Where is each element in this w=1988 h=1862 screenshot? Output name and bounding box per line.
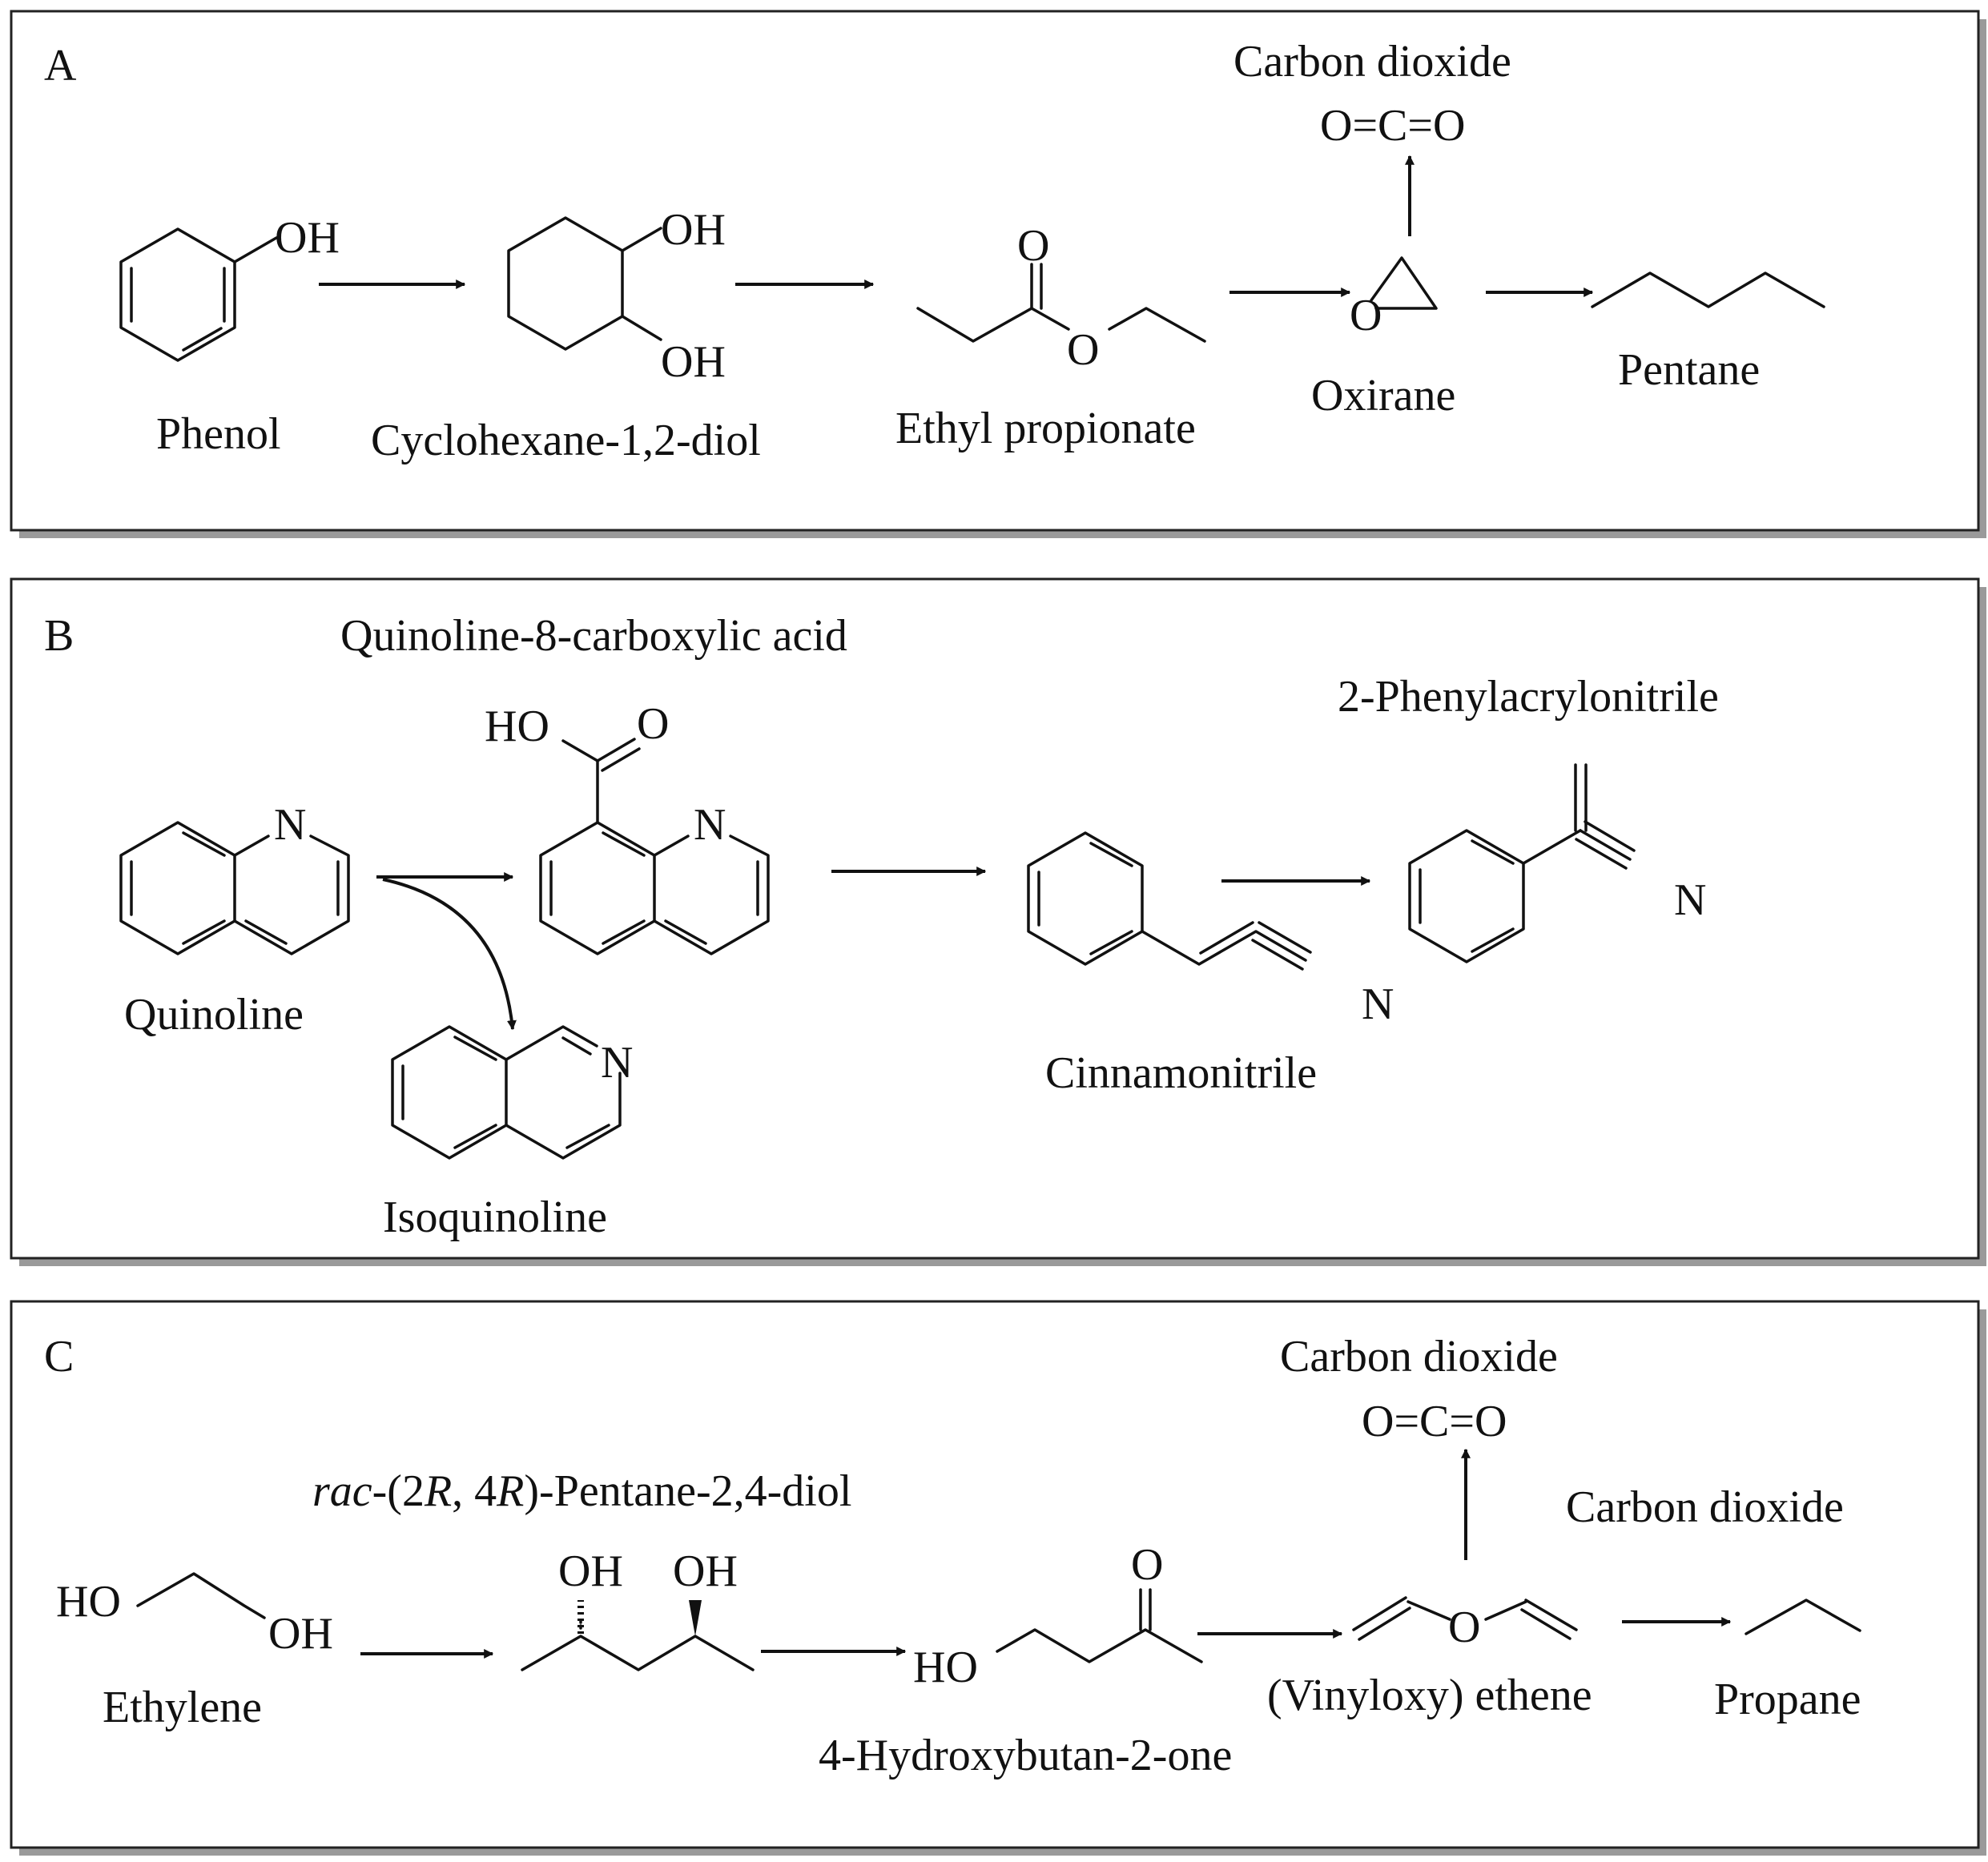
pentane-structure: [1591, 271, 1825, 308]
isoquinoline-n-label: N: [601, 1038, 633, 1088]
pentanediol-mid2: , 4: [452, 1466, 497, 1516]
cyclohexanediol-structure: OH OH: [507, 205, 726, 387]
hydroxybutanone-ho-label: HO: [913, 1643, 978, 1692]
pentanediol-suffix: )-Pentane-2,4-diol: [524, 1466, 851, 1516]
pentanediol-r1: R: [424, 1466, 452, 1516]
quinoline-8-carboxylic-acid-label: Quinoline-8-carboxylic acid: [340, 611, 847, 661]
quinoline-n-label: N: [274, 800, 306, 850]
phenol-label: Phenol: [156, 409, 281, 459]
diol-oh-top-label: OH: [661, 205, 726, 255]
hydroxybutanone-label: 4-Hydroxybutan-2-one: [819, 1731, 1232, 1780]
panel-c-letter: C: [44, 1332, 74, 1381]
vinyloxy-o-label: O: [1448, 1603, 1480, 1652]
phenol-oh-label: OH: [275, 213, 340, 263]
ethyl-propionate-label: Ethyl propionate: [895, 404, 1196, 453]
ethylene-ho-label: HO: [56, 1577, 121, 1627]
pentanediol-structure: OH OH: [521, 1546, 755, 1671]
carbon-dioxide-right-label: Carbon dioxide: [1566, 1482, 1844, 1532]
ester-carbonyl-o-label: O: [1017, 221, 1049, 271]
pentanediol-oh-left-label: OH: [558, 1546, 623, 1596]
cinnamonitrile-n-label: N: [1362, 979, 1394, 1029]
quinoline-label: Quinoline: [124, 990, 304, 1040]
phenylacrylonitrile-label: 2-Phenylacrylonitrile: [1338, 672, 1719, 722]
propane-structure: [1745, 1599, 1861, 1635]
oxirane-structure: O: [1350, 256, 1438, 340]
isoquinoline-structure: N: [391, 1025, 633, 1160]
pentanediol-r2: R: [496, 1466, 524, 1516]
ethylene-structure: HO OH: [56, 1572, 333, 1659]
acid-o-label: O: [637, 699, 669, 749]
phenol-structure: OH: [119, 213, 340, 362]
phenylacrylonitrile-structure: N: [1408, 763, 1706, 963]
hydroxybutanone-structure: HO O: [913, 1540, 1203, 1692]
acid-ho-label: HO: [485, 702, 549, 751]
oxirane-o-label: O: [1350, 291, 1382, 340]
quinoline-8-carboxylic-acid-structure: N HO O: [485, 699, 770, 955]
ester-o-label: O: [1067, 325, 1099, 375]
hydroxybutanone-o-label: O: [1131, 1540, 1163, 1590]
oxirane-label: Oxirane: [1311, 371, 1455, 420]
diol-oh-bottom-label: OH: [661, 337, 726, 387]
carbon-dioxide-top-label: Carbon dioxide: [1280, 1332, 1558, 1381]
pentanediol-oh-right-label: OH: [673, 1546, 738, 1596]
co2-formula-a: O=C=O: [1320, 101, 1465, 151]
carbon-dioxide-label-a: Carbon dioxide: [1233, 37, 1511, 86]
cinnamonitrile-structure: N: [1027, 831, 1394, 1029]
ethyl-propionate-structure: O O: [916, 221, 1206, 375]
ethylene-oh-label: OH: [268, 1609, 333, 1659]
pentanediol-label: rac-(2R, 4R)-Pentane-2,4-diol: [312, 1466, 851, 1516]
panel-b-letter: B: [44, 611, 74, 661]
vinyloxy-ethene-label: (Vinyloxy) ethene: [1267, 1671, 1592, 1720]
ethylene-label: Ethylene: [103, 1683, 262, 1732]
pentanediol-prefix: rac: [312, 1466, 372, 1516]
quinoline-structure: N: [119, 800, 350, 955]
panel-a-letter: A: [44, 41, 77, 90]
phenylacrylonitrile-n-label: N: [1674, 875, 1706, 925]
propane-label: Propane: [1714, 1675, 1861, 1724]
acid-n-label: N: [694, 800, 726, 850]
cyclohexanediol-label: Cyclohexane-1,2-diol: [371, 416, 761, 465]
panel-b: B N Quinoline N Isoquinol: [10, 577, 1986, 1266]
arrow-quinoline-to-isoquinoline: [382, 878, 517, 1031]
panel-c: C HO OH Ethylene rac-(2R, 4R)-Pentane-2,…: [10, 1300, 1986, 1856]
co2-formula-c: O=C=O: [1362, 1397, 1507, 1446]
panel-a: A OH Phenol OH OH Cyclohexane-1,2-diol: [10, 10, 1986, 538]
cinnamonitrile-label: Cinnamonitrile: [1045, 1048, 1317, 1098]
pentanediol-mid1: -(2: [372, 1466, 425, 1516]
pentane-label: Pentane: [1618, 345, 1760, 395]
isoquinoline-label: Isoquinoline: [383, 1192, 607, 1242]
vinyloxy-ethene-structure: O: [1352, 1596, 1578, 1652]
